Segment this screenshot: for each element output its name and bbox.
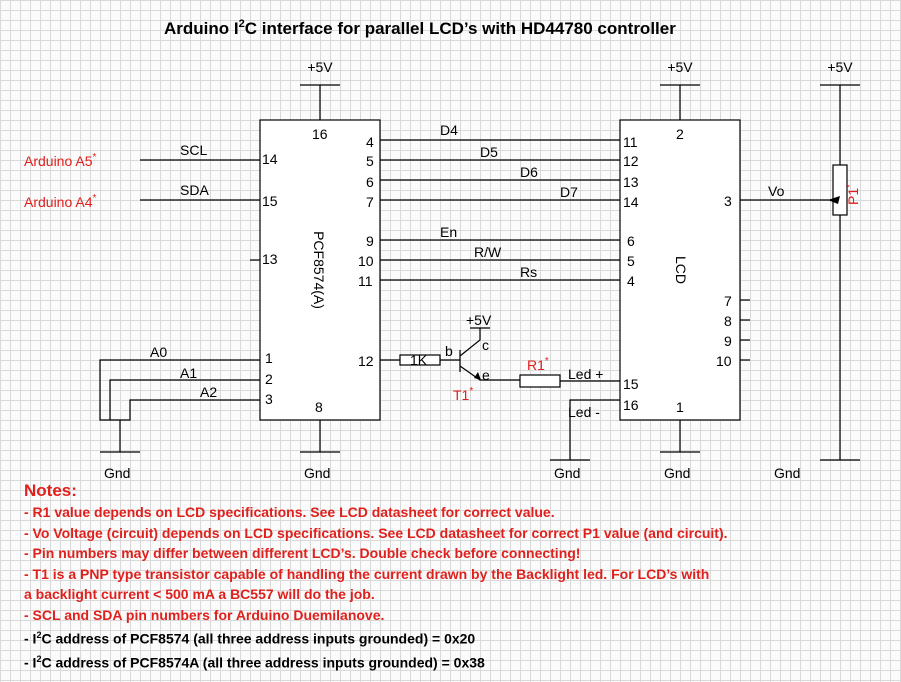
collector-lead xyxy=(459,328,481,357)
net-label: D6 xyxy=(520,164,538,180)
pin-number: 1 xyxy=(676,399,684,415)
notes-section: Notes: - R1 value depends on LCD specifi… xyxy=(24,480,894,673)
pin-number: 16 xyxy=(312,126,328,142)
wiper-arrow-icon xyxy=(828,196,840,204)
net-label: Rs xyxy=(520,264,537,280)
pin-label: c xyxy=(482,337,489,353)
t1-label: T1* xyxy=(453,386,473,403)
pin-number: 9 xyxy=(366,233,374,249)
net-label: D4 xyxy=(440,122,458,138)
vcc-label: +5V xyxy=(667,59,693,75)
pin-number: 4 xyxy=(366,134,374,150)
pin-label: b xyxy=(445,343,453,359)
note-line: - T1 is a PNP type transistor capable of… xyxy=(24,565,710,582)
pin-label: e xyxy=(482,367,490,383)
net-label: Vo xyxy=(768,183,785,199)
gnd-label: Gnd xyxy=(104,465,130,481)
pin-number: 7 xyxy=(366,194,374,210)
pin-number: 3 xyxy=(265,391,273,407)
net-label: D7 xyxy=(560,184,578,200)
note-line-i2c-pcf8574a: - I2C address of PCF8574A (all three add… xyxy=(24,654,485,671)
pin-number: 2 xyxy=(265,371,273,387)
pin-number: 15 xyxy=(262,193,278,209)
pin-number: 13 xyxy=(623,174,639,190)
pcf8574-label: PCF8574(A) xyxy=(311,231,327,309)
gnd-label: Gnd xyxy=(774,465,800,481)
notes-header: Notes: xyxy=(24,481,77,500)
note-line-i2c-pcf8574: - I2C address of PCF8574 (all three addr… xyxy=(24,630,476,647)
pin-number: 10 xyxy=(358,253,374,269)
emitter-lead xyxy=(459,365,520,381)
lcd-label: LCD xyxy=(673,256,689,284)
diagram-title: Arduino I2C interface for parallel LCD’s… xyxy=(164,18,676,38)
vcc-lcd: +5V xyxy=(660,59,700,120)
vcc-label: +5V xyxy=(466,312,492,328)
net-label: SDA xyxy=(180,182,209,198)
resistor-label: 1K xyxy=(410,352,428,368)
note-line: - SCL and SDA pin numbers for Arduino Du… xyxy=(24,606,385,623)
address-lines xyxy=(99,359,260,453)
gnd-label: Gnd xyxy=(554,465,580,481)
pin-number: 15 xyxy=(623,376,639,392)
net-label: Led - xyxy=(568,404,600,420)
note-line: - Vo Voltage (circuit) depends on LCD sp… xyxy=(24,524,728,541)
pin-number: 14 xyxy=(623,194,639,210)
pin-number: 3 xyxy=(724,193,732,209)
note-line: - R1 value depends on LCD specifications… xyxy=(24,504,555,520)
pin-number: 1 xyxy=(265,350,273,366)
pin-number: 10 xyxy=(716,353,732,369)
note-line: - Pin numbers may differ between differe… xyxy=(24,545,581,561)
gnd-ledm xyxy=(550,399,620,461)
resistor-r1 xyxy=(519,374,561,388)
pin-number: 11 xyxy=(358,273,373,289)
vcc-label: +5V xyxy=(307,59,333,75)
pin-number: 7 xyxy=(724,293,732,309)
pin-number: 16 xyxy=(623,397,639,413)
arduino-a4-label: Arduino A4* xyxy=(24,193,97,210)
net-label: A1 xyxy=(180,365,197,381)
data-bus xyxy=(380,139,620,281)
net-label: En xyxy=(440,224,457,240)
pin-number: 2 xyxy=(676,126,684,142)
pin-number: 5 xyxy=(366,153,374,169)
pin-number: 14 xyxy=(262,151,278,167)
pin-number: 13 xyxy=(262,251,278,267)
pin-number: 4 xyxy=(627,273,635,289)
note-line: a backlight current < 500 mA a BC557 wil… xyxy=(24,586,375,602)
pin-number: 5 xyxy=(627,253,635,269)
p1-label: P1* xyxy=(845,184,861,205)
vcc-label: +5V xyxy=(827,59,853,75)
pin-number: 6 xyxy=(366,174,374,190)
vcc-pot: +5V xyxy=(820,59,860,165)
net-label: R/W xyxy=(474,244,502,260)
gnd-pot xyxy=(820,215,860,461)
net-label: A0 xyxy=(150,344,167,360)
gnd-label: Gnd xyxy=(304,465,330,481)
pin-number: 11 xyxy=(623,134,638,150)
gnd-pcf xyxy=(300,420,340,453)
pcf8574-chip xyxy=(259,119,381,421)
pin-number: 12 xyxy=(623,153,639,169)
net-label: D5 xyxy=(480,144,498,160)
pin-number: 8 xyxy=(724,313,732,329)
gnd-label: Gnd xyxy=(664,465,690,481)
pin-number: 9 xyxy=(724,333,732,349)
gnd-lcd xyxy=(660,420,700,453)
net-label: A2 xyxy=(200,384,217,400)
pin-number: 8 xyxy=(315,399,323,415)
net-label: Led + xyxy=(568,366,603,382)
pin-number: 12 xyxy=(358,353,374,369)
arduino-a5-label: Arduino A5* xyxy=(24,152,97,169)
unused-lcd-pins xyxy=(740,299,750,361)
vcc-pcf: +5V xyxy=(300,59,340,120)
net-label: SCL xyxy=(180,142,207,158)
pin-number: 6 xyxy=(627,233,635,249)
emitter-arrow-icon xyxy=(474,372,481,380)
r1-label: R1* xyxy=(527,356,549,373)
